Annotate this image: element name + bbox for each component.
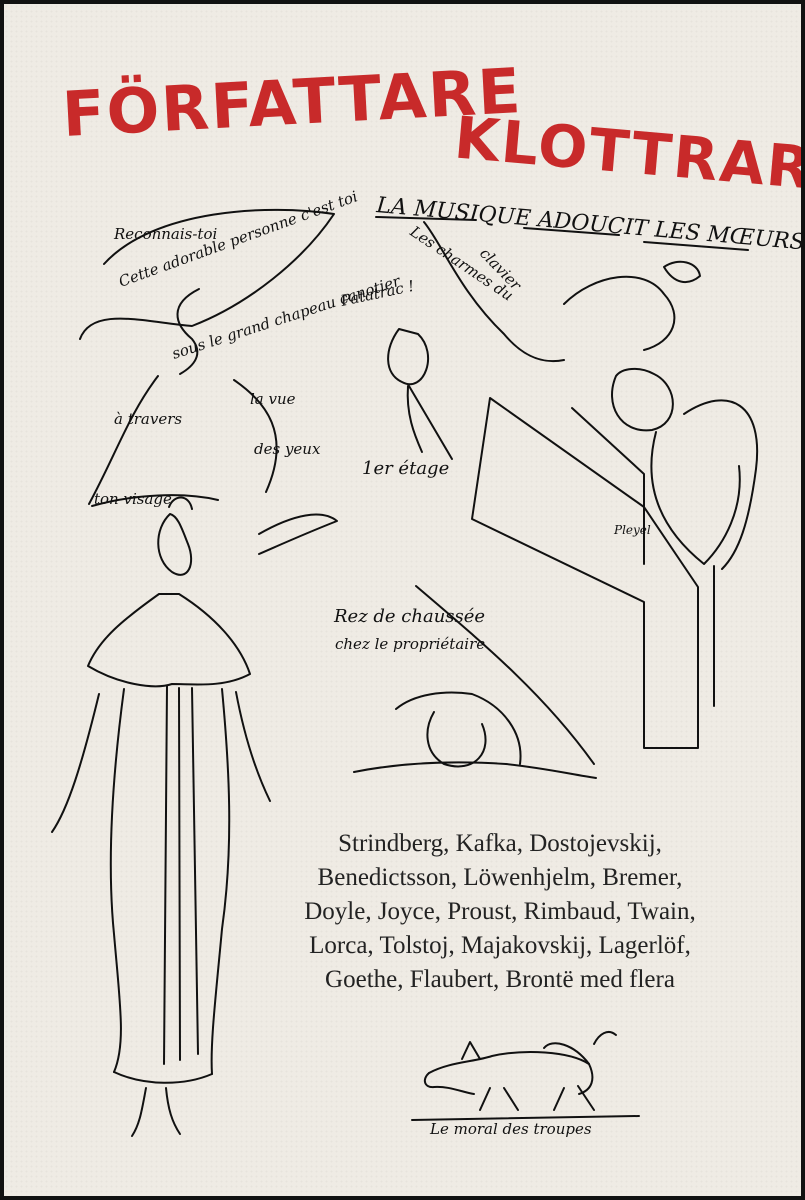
svg-text:Pleyel: Pleyel	[613, 523, 651, 537]
calligram-sketch	[79, 208, 335, 507]
author-line-2: Benedictsson, Löwenhjelm, Bremer,	[317, 864, 683, 891]
dog-sketch	[411, 1031, 640, 1121]
svg-text:chez le propriétaire: chez le propriétaire	[335, 635, 485, 653]
author-list: Strindberg, Kafka, Dostojevskij, Benedic…	[235, 827, 765, 997]
svg-text:à travers: à travers	[114, 410, 182, 428]
dog-caption: Le moral des troupes	[429, 1120, 592, 1138]
svg-text:des yeux: des yeux	[254, 440, 321, 458]
woman-sketch	[51, 496, 271, 1137]
svg-text:Reconnais-toi: Reconnais-toi	[113, 225, 217, 243]
sketch-illustrations: Reconnais-toi Cette adorable personne c'…	[51, 187, 801, 1138]
piano-scene-sketch	[258, 221, 759, 779]
svg-text:la vue: la vue	[250, 390, 296, 408]
author-line-5: Goethe, Flaubert, Brontë med flera	[325, 966, 675, 993]
caption-underline	[375, 216, 749, 251]
svg-text:ton visage: ton visage	[94, 490, 172, 508]
author-line-1: Strindberg, Kafka, Dostojevskij,	[338, 830, 662, 857]
etage-label: 1er étage	[362, 458, 449, 479]
author-line-3: Doyle, Joyce, Proust, Rimbaud, Twain,	[304, 898, 696, 925]
author-line-4: Lorca, Tolstoj, Majakovskij, Lagerlöf,	[309, 932, 691, 959]
ground-floor-label: Rez de chaussée	[333, 606, 485, 627]
